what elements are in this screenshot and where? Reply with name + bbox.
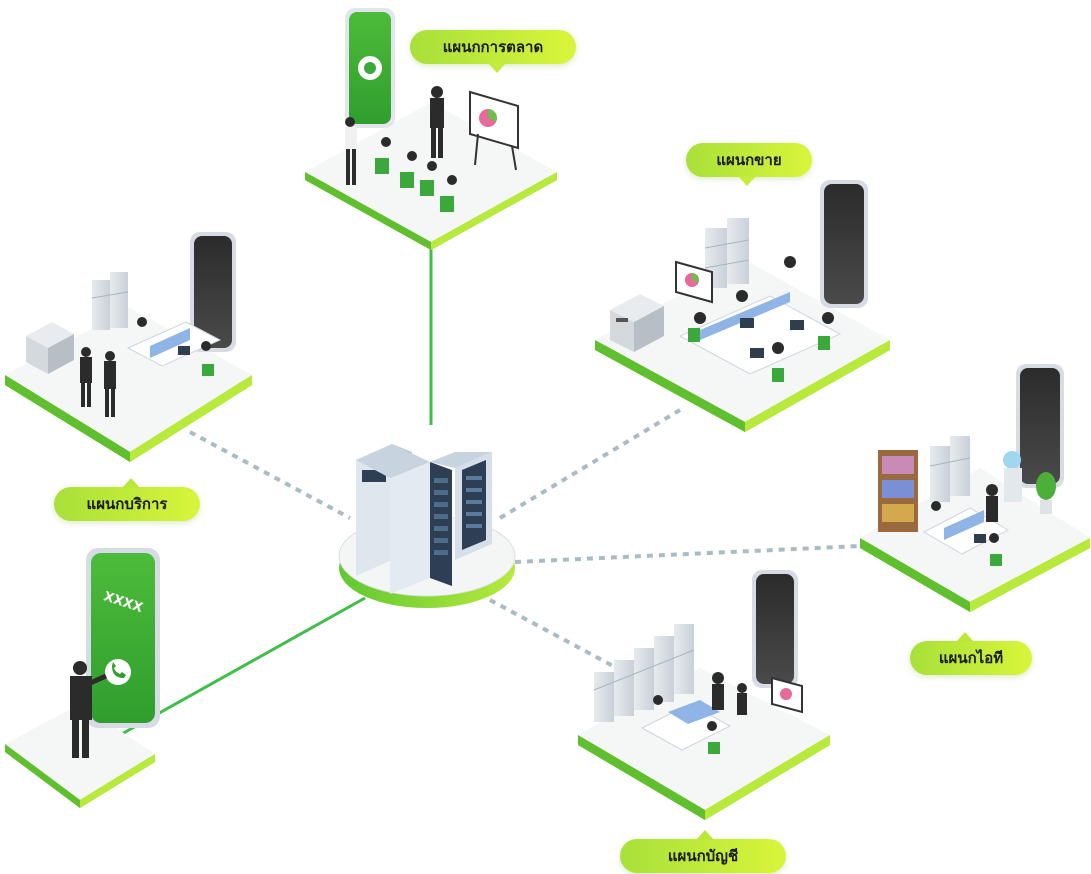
person-icon [80,347,116,417]
bookshelf-icon [878,450,918,532]
desk [640,672,747,754]
whiteboard-icon [771,676,803,714]
connections [119,248,861,737]
label-marketing: แผนกการตลาด [410,30,576,73]
filing-cabinet-icon [91,272,129,330]
server-rack-icon [356,444,492,594]
phone-caller-station: XXXX [5,548,160,808]
phone-icon [190,232,236,352]
phone-icon: XXXX [86,548,160,728]
link-service [189,430,351,520]
person-icon [70,661,108,758]
service-office [5,232,252,462]
desk [922,484,1010,566]
filing-cabinet-icon [704,218,750,288]
label-accounting-text: แผนกบัญชี [667,847,739,865]
label-service: แผนกบริการ [54,478,200,521]
phone-icon [345,8,395,128]
phone-icon [820,180,868,308]
label-sales: แผนกขาย [686,143,812,186]
filing-cabinet-icon [593,624,695,722]
desk-cluster [678,256,842,382]
copier-icon [610,294,664,352]
label-accounting: แผนกบัญชี [620,830,786,873]
link-it [514,544,861,564]
phone-icon [752,570,798,688]
copier-icon [26,322,74,374]
phone-icon [1016,364,1064,488]
audience [375,137,457,212]
filing-cabinet-icon [929,436,971,502]
plant-icon [1036,472,1056,514]
desk [126,317,222,376]
person-icon [345,86,444,185]
link-sales [498,408,682,520]
label-sales-text: แผนกขาย [716,151,782,169]
link-accounting [489,598,629,676]
water-cooler-icon [1003,451,1022,502]
server-hub [338,444,516,608]
label-service-text: แผนกบริการ [86,495,168,513]
label-it: แผนกไอที [910,632,1032,675]
sales-office [595,180,890,432]
whiteboard-icon [469,90,519,171]
label-marketing-text: แผนกการตลาด [442,38,544,56]
accounting-office [578,570,830,820]
marketing-office [305,8,557,250]
whiteboard-icon [675,260,713,304]
label-it-text: แผนกไอที [938,649,1004,667]
link-phone [119,596,366,737]
it-office [860,364,1090,612]
